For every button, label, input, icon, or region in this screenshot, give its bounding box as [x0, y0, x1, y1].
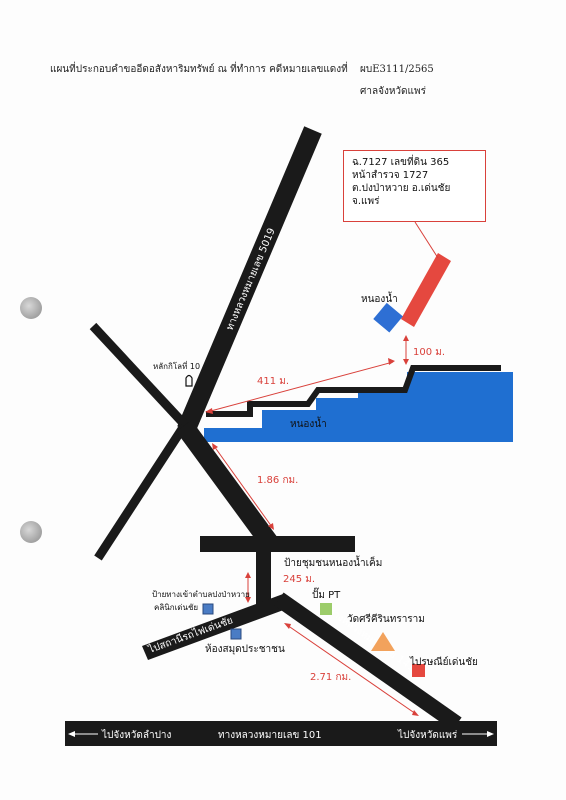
pond-boundary: [206, 365, 501, 417]
court-name: ศาลจังหวัดแพร่: [360, 86, 426, 97]
dist-271-label: 2.71 กม.: [310, 672, 351, 683]
clinic-marker: [202, 603, 214, 615]
land-plot-callout: ฉ.7127 เลขที่ดิน 365 หน้าสำรวจ 1727 ต.ปง…: [343, 150, 486, 222]
dist-411-arrow-b: [388, 358, 395, 365]
to-lampang-label: ไปจังหวัดลำปาง: [101, 729, 172, 741]
temple-label: วัดศรีคีรินทราราม: [347, 613, 425, 625]
dist-186-arrow-a: [212, 443, 218, 450]
clinic-label: คลินิกเด่นชัย: [154, 603, 198, 612]
case-number: ผบE3111/2565: [360, 64, 434, 75]
route-5019-label: ทางหลวงหมายเลข 5019: [225, 227, 278, 333]
punch-hole-top: [20, 297, 42, 319]
dist-186-label: 1.86 กม.: [257, 475, 298, 486]
dist-271-arrow-a: [284, 623, 291, 629]
km-post-icon: [185, 374, 193, 387]
road-local-south: [256, 540, 271, 608]
small-pond-label: หนองน้ำ: [361, 291, 398, 305]
gas-station-marker: [320, 603, 332, 615]
library-label: ห้องสมุดประชาชน: [205, 643, 285, 655]
clinic-sign-label: ป้ายทางเข้าตำบลปงป่าหวาย: [152, 590, 250, 599]
gas-station-label: ปั๊ม PT: [312, 587, 341, 601]
plot-callout-line: [414, 221, 439, 259]
dist-271-arrow-b: [412, 710, 419, 716]
small-pond: [373, 302, 403, 333]
km-marker-label: หลักกิโลที่ 10: [153, 360, 200, 371]
road-to-junction: [176, 420, 280, 552]
road-northwest: [89, 322, 189, 429]
dist-271-line: [286, 624, 417, 715]
route-101-label: ทางหลวงหมายเลข 101: [218, 730, 322, 741]
dist-186-arrow-b: [268, 523, 274, 530]
arrow-west-icon: [68, 731, 75, 737]
dist-411-arrow-a: [205, 408, 213, 414]
road-5019: [177, 126, 322, 434]
dist-100-arrow-a: [403, 335, 409, 341]
large-pond-label: หนองน้ำ: [290, 416, 327, 430]
land-plot-line-4: จ.แพร่: [352, 196, 380, 207]
dist-186-line: [213, 445, 273, 528]
temple-marker: [371, 632, 395, 651]
land-plot-marker: [401, 253, 451, 327]
land-plot-line-1: ฉ.7127 เลขที่ดิน 365: [352, 157, 450, 168]
arrow-east-icon: [487, 731, 494, 737]
dist-411-line: [206, 361, 394, 413]
land-plot-line-3: ต.ปงป่าหวาย อ.เด่นชัย: [352, 183, 451, 194]
dist-245-arrow-b: [245, 597, 251, 603]
to-phrae-label: ไปจังหวัดแพร่: [397, 729, 458, 741]
post-office-label: ไปรษณีย์เด่นชัย: [409, 656, 478, 668]
dist-245-arrow-a: [245, 572, 251, 578]
road-to-station: [142, 594, 289, 660]
dist-411-label: 411 ม.: [257, 376, 289, 387]
road-local-eastwest: [200, 536, 355, 552]
road-1419: [274, 592, 462, 731]
header-title: แผนที่ประกอบคำขออีดอสังหาริมทรัพย์ ณ ที่…: [50, 64, 348, 75]
dist-100-label: 100 ม.: [413, 347, 445, 358]
bus-stop-label: ป้ายชุมชนหนองน้ำเค็ม: [284, 555, 382, 569]
road-southwest: [94, 423, 188, 561]
dist-100-arrow-b: [403, 359, 409, 365]
punch-hole-bottom: [20, 521, 42, 543]
large-pond: [204, 372, 513, 442]
road-101: [65, 721, 497, 746]
library-marker: [230, 628, 242, 640]
land-plot-line-2: หน้าสำรวจ 1727: [352, 170, 429, 181]
dist-245-label: 245 ม.: [283, 574, 315, 585]
post-office-marker: [412, 664, 425, 677]
